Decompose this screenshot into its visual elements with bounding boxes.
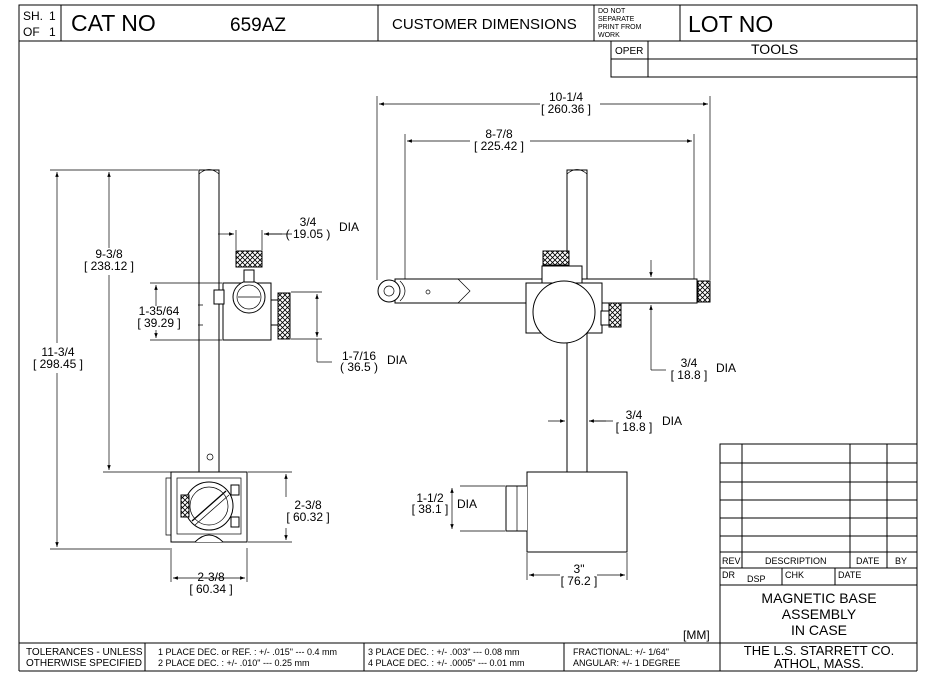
company-name: THE L.S. STARRETT CO. <box>744 643 894 658</box>
rev-label: REV <box>722 556 741 566</box>
base-width-in: 3" <box>574 562 585 576</box>
dr-value: DSP <box>747 574 766 584</box>
front-view-dimensions: 10-1/4 [ 260.36 ] 8-7/8 [ 225.42 ] 3/4 [… <box>376 90 736 588</box>
rod-dia-in: 3/4 <box>626 408 643 422</box>
description-label: DESCRIPTION <box>765 556 827 566</box>
side-view-drawing <box>165 169 291 543</box>
clamp-dia-in: 1-7/16 <box>342 349 376 363</box>
side-view-dimensions: 11-3/4 [ 298.45 ] 9-3/8 [ 238.12 ] 1-35/… <box>33 169 407 596</box>
clamp-dia-suffix: DIA <box>387 353 407 367</box>
part-name-line-1: MAGNETIC BASE <box>761 590 876 606</box>
warning-line-3: PRINT FROM <box>598 24 642 31</box>
tolerance-one-place: 1 PLACE DEC. or REF. : +/- .015" --- 0.4… <box>158 647 337 657</box>
oper-label: OPER <box>615 46 643 57</box>
clamp-height-mm: [ 39.29 ] <box>137 316 180 330</box>
revision-block: REV DESCRIPTION DATE BY DR DSP CHK DATE … <box>719 443 918 671</box>
overall-width-in: 10-1/4 <box>549 90 583 104</box>
base-height-in: 2-3/8 <box>294 498 322 512</box>
clamp-dia-mm: ( 36.5 ) <box>340 360 378 374</box>
front-view-drawing <box>377 169 711 553</box>
tolerances-label-1: TOLERANCES - UNLESS <box>26 647 143 658</box>
cat-no-label: CAT NO <box>71 10 156 36</box>
arm-dia-suffix: DIA <box>716 361 736 375</box>
lot-no-label: LOT NO <box>688 11 773 37</box>
company-location: ATHOL, MASS. <box>774 656 864 671</box>
by-label: BY <box>895 556 907 566</box>
chk-label: CHK <box>785 570 804 580</box>
warning-line-2: SEPARATE <box>598 16 635 23</box>
overall-height-mm: [ 298.45 ] <box>33 357 83 371</box>
knob-dia-in: 3/4 <box>300 215 317 229</box>
dr-label: DR <box>722 570 735 580</box>
units-note: [MM] <box>683 628 710 642</box>
rod-dia-suffix: DIA <box>662 414 682 428</box>
warning-line-1: DO NOT <box>598 8 626 15</box>
sheet-label-1: SH. <box>23 9 43 23</box>
part-name-line-3: IN CASE <box>791 622 847 638</box>
base-width-in: 2-3/8 <box>197 570 225 584</box>
overall-height-in: 11-3/4 <box>41 345 74 359</box>
rod-height-mm: [ 238.12 ] <box>84 259 134 273</box>
arm-width-mm: [ 225.42 ] <box>474 139 524 153</box>
base-dia-mm: [ 38.1 ] <box>412 502 449 516</box>
tolerance-angular: ANGULAR: +/- 1 DEGREE <box>573 658 680 668</box>
base-height-mm: [ 60.32 ] <box>286 510 329 524</box>
tolerance-three-place: 3 PLACE DEC. : +/- .003" --- 0.08 mm <box>368 647 520 657</box>
sheet-label-2: OF <box>23 25 40 39</box>
date-label: DATE <box>856 556 879 566</box>
overall-width-mm: [ 260.36 ] <box>541 102 591 116</box>
tolerance-two-place: 2 PLACE DEC. : +/- .010" --- 0.25 mm <box>158 658 310 668</box>
cat-no-value: 659AZ <box>230 15 286 36</box>
tools-label: TOOLS <box>751 41 798 57</box>
date2-label: DATE <box>838 570 861 580</box>
clamp-height-in: 1-35/64 <box>139 304 180 318</box>
base-width-mm: [ 60.34 ] <box>189 582 232 596</box>
tolerance-four-place: 4 PLACE DEC. : +/- .0005" --- 0.01 mm <box>368 658 525 668</box>
rod-dia-mm: [ 18.8 ] <box>616 420 653 434</box>
base-width-mm: [ 76.2 ] <box>561 574 598 588</box>
knob-dia-mm: ( 19.05 ) <box>286 227 331 241</box>
customer-dimensions: CUSTOMER DIMENSIONS <box>392 16 577 33</box>
tolerances-strip: TOLERANCES - UNLESS OTHERWISE SPECIFIED … <box>19 642 917 672</box>
arm-dia-in: 3/4 <box>681 356 698 370</box>
sheet-num-2: 1 <box>49 25 56 39</box>
base-dia-suffix: DIA <box>457 497 477 511</box>
part-name-line-2: ASSEMBLY <box>782 606 857 622</box>
arm-width-in: 8-7/8 <box>485 127 513 141</box>
knob-dia-suffix: DIA <box>339 220 359 234</box>
base-dia-in: 1-1/2 <box>416 491 444 505</box>
rod-height-in: 9-3/8 <box>95 247 123 261</box>
title-block: SH. 1 OF 1 CAT NO 659AZ CUSTOMER DIMENSI… <box>18 4 918 671</box>
tolerances-label-2: OTHERWISE SPECIFIED <box>26 658 142 669</box>
warning-line-4: WORK <box>598 32 620 39</box>
tolerance-fractional: FRACTIONAL: +/- 1/64" <box>573 647 669 657</box>
sheet-num-1: 1 <box>49 9 56 23</box>
arm-dia-mm: [ 18.8 ] <box>671 368 708 382</box>
